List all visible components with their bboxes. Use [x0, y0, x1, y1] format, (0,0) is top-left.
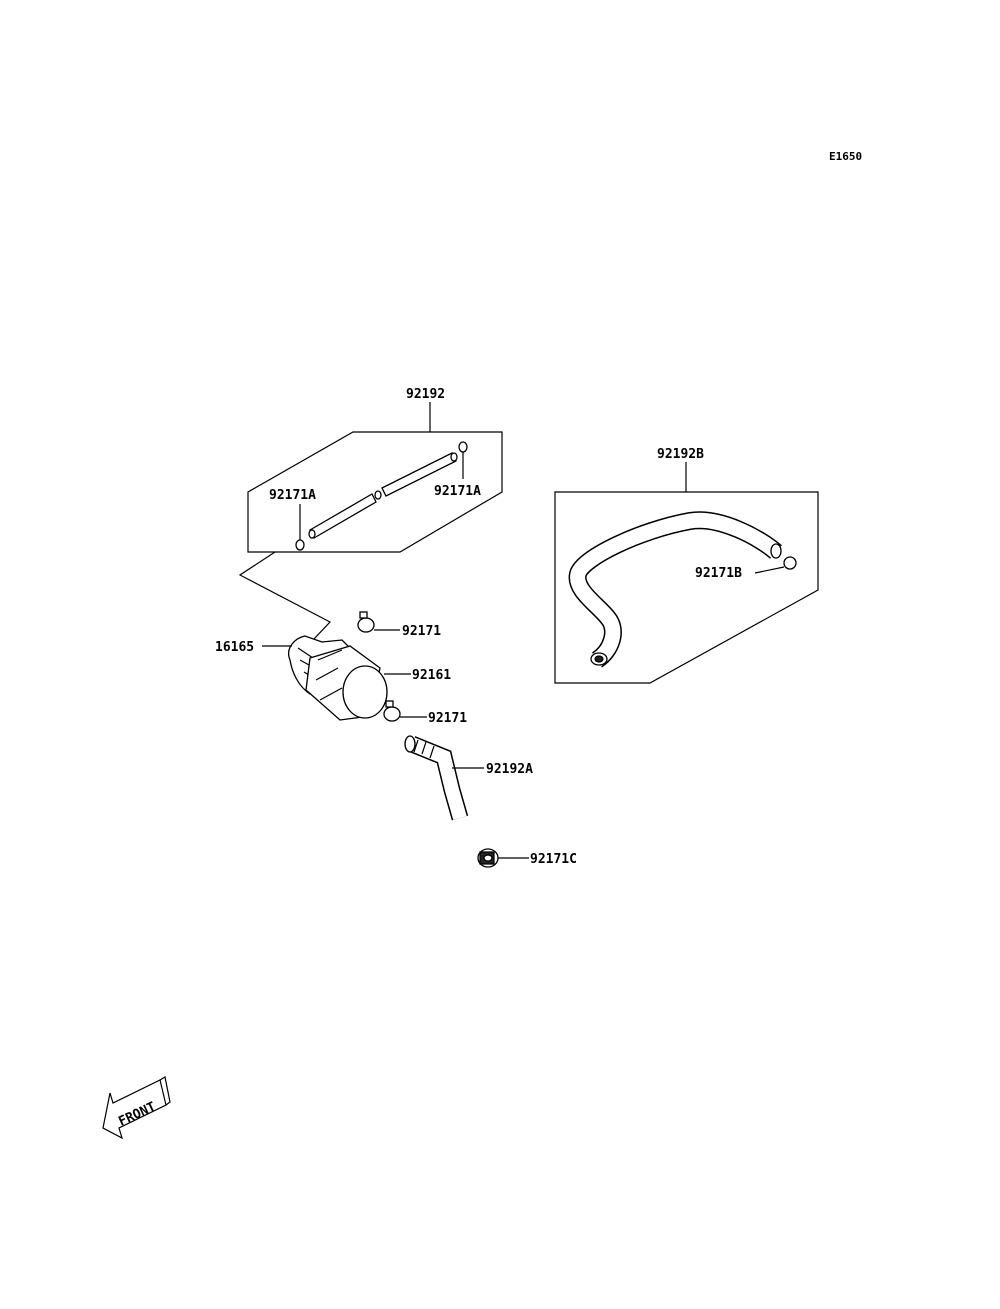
clamp-92171C[interactable]	[477, 848, 499, 868]
label-92161[interactable]: 92161	[412, 668, 451, 683]
label-92171A-right[interactable]: 92171A	[434, 484, 481, 499]
diagram-code: E1650	[829, 150, 862, 163]
filter-92161[interactable]	[305, 645, 388, 721]
hose-92192B[interactable]	[568, 511, 782, 668]
front-arrow-icon: FRONT	[102, 1076, 171, 1140]
label-92171B[interactable]: 92171B	[695, 566, 742, 581]
clamp-92171A-left[interactable]	[295, 539, 305, 551]
group-outline-92192	[247, 431, 503, 553]
connection-line	[238, 551, 331, 641]
label-92171A-left[interactable]: 92171A	[269, 488, 316, 503]
label-92171C[interactable]: 92171C	[530, 852, 577, 867]
hose-92192B-group	[554, 462, 819, 684]
label-92171-bottom[interactable]: 92171	[428, 711, 467, 726]
group-outline-92192B	[554, 491, 819, 684]
label-92192B[interactable]: 92192B	[657, 447, 704, 462]
leader-92171B	[754, 566, 785, 574]
clamp-92171B[interactable]	[783, 556, 797, 570]
label-92192[interactable]: 92192	[406, 387, 445, 402]
label-92171-top[interactable]: 92171	[402, 624, 441, 639]
clamp-92171A-right[interactable]	[458, 441, 468, 453]
clamp-92171-top[interactable]	[357, 611, 375, 633]
label-92192A[interactable]: 92192A	[486, 762, 533, 777]
hose-92192A[interactable]	[404, 735, 469, 821]
front-label: FRONT	[116, 1099, 158, 1129]
clamp-92171-bottom[interactable]	[383, 700, 401, 722]
label-16165[interactable]: 16165	[215, 640, 254, 655]
hose-92192-group	[247, 402, 503, 553]
hose-92192[interactable]	[308, 452, 458, 539]
